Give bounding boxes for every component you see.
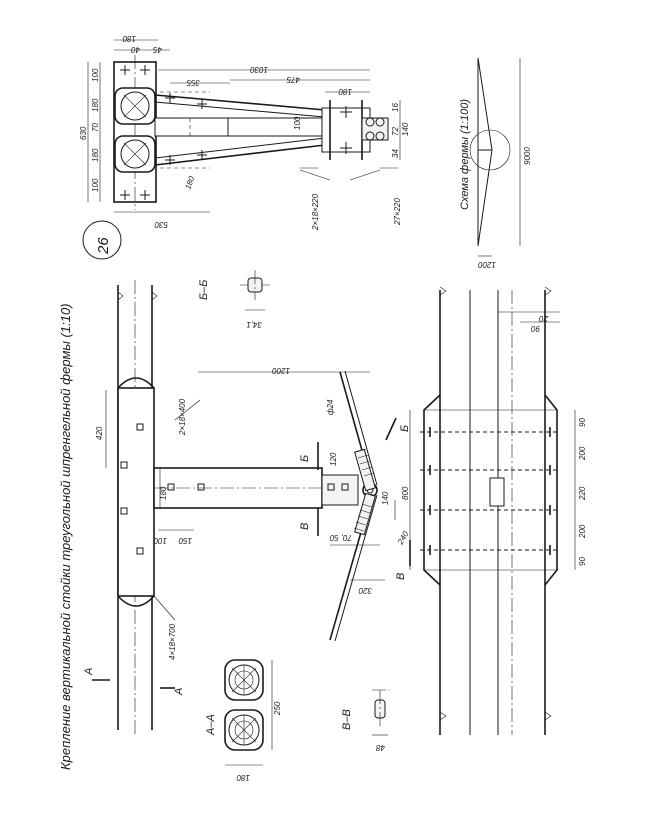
sheet-number-badge: 26 — [82, 220, 122, 260]
plan-dim-100c: 100 — [293, 116, 302, 130]
bottom-dim-90a: 90 — [578, 418, 587, 427]
bottom-chord-post-stub — [489, 477, 505, 507]
bottom-dim-220: 220 — [578, 486, 587, 501]
plan-log-section-bottom — [114, 135, 156, 173]
bottom-chord-bolts — [420, 427, 560, 555]
bottom-dim-20: 20 — [539, 314, 549, 323]
elev-post-end-plate — [321, 474, 359, 506]
svg-text:А: А — [83, 668, 95, 676]
section-vv-dim-48: 48 — [376, 743, 385, 752]
bottom-dim-800: 800 — [401, 486, 410, 500]
bottom-dim-200b: 200 — [578, 524, 587, 539]
elev-bolt-4x18x700: 4×18×700 — [168, 623, 177, 660]
plan-dim-34: 34 — [391, 149, 400, 158]
section-marker-b: Б Б — [299, 417, 411, 470]
plan-bolt-27x220: 27×220 — [393, 198, 402, 226]
truss-height: 1200 — [478, 260, 496, 269]
truss-scheme-label: Схема фермы (1:100) — [459, 99, 471, 210]
bottom-dim-90b: 90 — [578, 557, 587, 566]
bottom-chord-view: 90 200 220 200 90 800 20 90 — [401, 286, 587, 735]
elev-dim-120: 120 — [329, 452, 338, 466]
plan-dim-100a: 100 — [91, 68, 100, 82]
svg-text:Б: Б — [299, 455, 311, 462]
elev-pad-block — [117, 387, 155, 597]
elev-dimension-lines — [105, 371, 396, 621]
plan-dim-72: 72 — [391, 127, 400, 136]
elev-tie-rods — [329, 370, 378, 642]
section-aa-dim-180: 180 — [236, 773, 250, 782]
elev-dim-140: 140 — [381, 491, 390, 505]
plan-bolts — [120, 65, 150, 200]
section-marker-v: В В — [299, 508, 411, 580]
drawing-title: Крепление вертикальной стойки треугольно… — [58, 303, 73, 770]
elev-dim-320: 320 — [358, 586, 372, 595]
elev-dim-180: 180 — [159, 486, 168, 500]
section-aa: А–А 250 180 — [205, 659, 282, 782]
section-bb: Б–Б 34,1 — [198, 270, 270, 329]
svg-text:А: А — [173, 688, 185, 696]
section-aa-dim-250: 250 — [273, 701, 282, 716]
plan-dim-180c: 180 — [91, 98, 100, 112]
elev-dim-1200: 1200 — [272, 366, 290, 375]
plan-dim-475: 475 — [286, 75, 300, 84]
section-vv: В–В 48 — [341, 689, 390, 752]
svg-text:Б: Б — [399, 425, 411, 432]
plan-dim-180b: 180 — [338, 87, 352, 96]
plan-dim-1030: 1030 — [250, 65, 268, 74]
section-aa-log-left — [224, 659, 264, 701]
elev-dim-150: 150 — [178, 536, 192, 545]
plan-dim-355: 355 — [186, 78, 200, 87]
section-marker-a: А А — [83, 668, 185, 696]
svg-text:В: В — [395, 573, 407, 580]
elev-bolt-2x18x400: 2×18×400 — [178, 398, 187, 436]
plan-dim-630: 630 — [79, 126, 88, 140]
elevation-view: 420 2×18×400 180 100 150 4×18×700 1200 ф… — [83, 280, 411, 735]
plan-end-plate — [321, 100, 389, 160]
elev-dim-100: 100 — [153, 536, 167, 545]
section-bb-label: Б–Б — [198, 280, 210, 300]
bottom-dim-200a: 200 — [578, 446, 587, 461]
elev-dim-70-50: 70, 50 — [329, 533, 352, 542]
plan-dim-140a: 140 — [401, 122, 410, 136]
plan-dim-180a: 180 — [122, 34, 136, 43]
truss-scheme: Схема фермы (1:100) 9000 1200 — [459, 57, 532, 269]
truss-span: 9000 — [523, 147, 532, 165]
elev-dim-phi24: ф24 — [326, 399, 335, 415]
plan-dim-70: 70 — [91, 123, 100, 132]
plan-dim-180e: 180 — [183, 175, 196, 191]
section-vv-label: В–В — [341, 709, 353, 730]
elev-dim-240: 240 — [395, 529, 410, 546]
section-aa-log-right — [224, 709, 264, 751]
plan-view: 180 40 45 1030 355 475 180 100 180 70 18… — [79, 34, 410, 231]
section-aa-label: А–А — [205, 714, 217, 736]
section-bb-dim: 34,1 — [246, 320, 262, 329]
plan-dim-16: 16 — [391, 103, 400, 112]
plan-dim-40: 40 — [131, 45, 140, 54]
bottom-chord-dim-lines — [409, 311, 576, 570]
elev-dim-420: 420 — [95, 426, 104, 440]
plan-dimensions — [87, 39, 401, 213]
plan-dim-530: 530 — [154, 220, 168, 229]
sheet-number: 26 — [95, 237, 112, 255]
plan-dim-45: 45 — [153, 45, 162, 54]
plan-tie-block — [154, 117, 229, 137]
bottom-dim-90c: 90 — [531, 324, 540, 333]
svg-text:В: В — [299, 523, 311, 530]
plan-bolt-2x18x220: 2×18×220 — [311, 193, 320, 231]
plan-log-section-top — [114, 87, 156, 125]
plan-dim-180d: 180 — [91, 148, 100, 162]
plan-dim-100b: 100 — [91, 178, 100, 192]
elev-block-bolts — [120, 423, 144, 555]
